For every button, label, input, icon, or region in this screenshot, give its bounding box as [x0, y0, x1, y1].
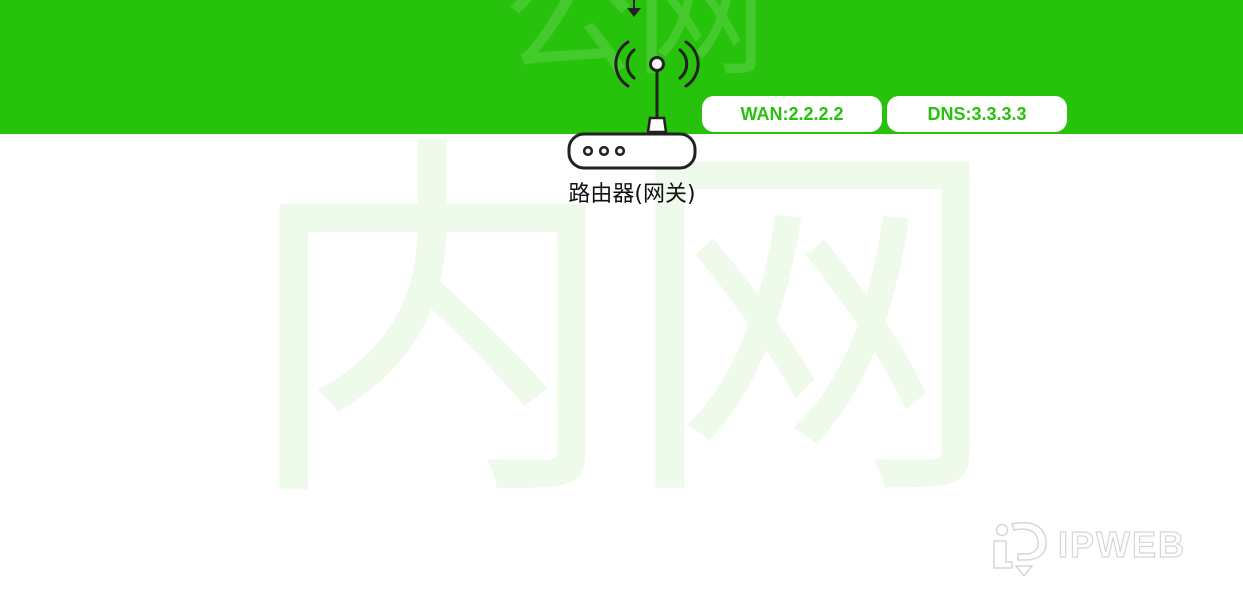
- ipweb-logo-text: IPWEB: [1057, 523, 1187, 565]
- lan-watermark: 内网: [242, 105, 1002, 548]
- dns-badge: DNS:3.3.3.3: [887, 96, 1067, 132]
- ipweb-logo: IPWEB: [986, 514, 1186, 576]
- router-label: 路由器(网关): [568, 182, 696, 207]
- down-arrow-icon: [627, 0, 641, 17]
- wifi-signal-icon: [614, 40, 700, 88]
- ipweb-logo-icon: [993, 522, 1047, 576]
- router-icon: [567, 40, 700, 170]
- wan-zone: 公网: [0, 0, 1243, 134]
- wan-ip-badge: WAN:2.2.2.2: [702, 96, 882, 132]
